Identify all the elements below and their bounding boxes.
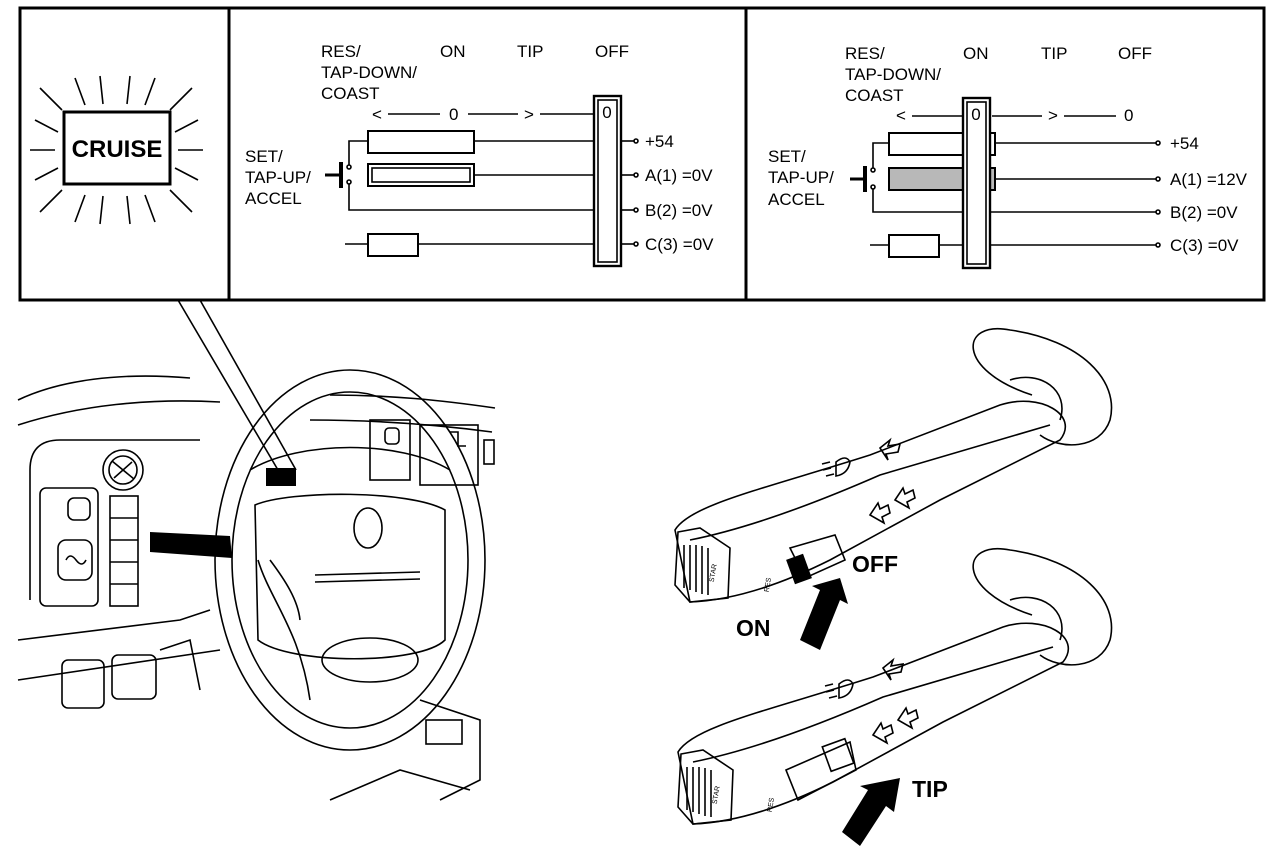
scale-left-arrow: < bbox=[896, 106, 906, 125]
scale-left-arrow: < bbox=[372, 105, 382, 124]
terminal-a-label: A(1) =12V bbox=[1170, 170, 1248, 189]
scale-end-zero: 0 bbox=[1124, 106, 1133, 125]
set-label-line1: SET/ bbox=[768, 147, 806, 166]
cruise-lamp-label: CRUISE bbox=[72, 136, 163, 163]
center-console-detail bbox=[329, 419, 495, 801]
switch-zero-label: 0 bbox=[971, 105, 980, 124]
cruise-indicator-lamp: CRUISE bbox=[30, 75, 203, 225]
set-label-line3: ACCEL bbox=[245, 189, 302, 208]
scale-right-arrow: > bbox=[1048, 106, 1058, 125]
position-off-label: OFF bbox=[1118, 44, 1152, 63]
callout-lines bbox=[177, 299, 297, 471]
set-label-line2: TAP-UP/ bbox=[245, 168, 311, 187]
stalk2-mark-left: STAR bbox=[712, 786, 722, 805]
position-coast-label: COAST bbox=[845, 86, 904, 105]
set-label-line2: TAP-UP/ bbox=[768, 168, 834, 187]
schematic-frame bbox=[18, 6, 1266, 302]
steering-wheel bbox=[214, 369, 486, 751]
stalk1-mark-right: RES bbox=[764, 577, 773, 593]
terminal-c-label: C(3) =0V bbox=[645, 235, 714, 254]
stalk-off-on: STAR RES bbox=[674, 327, 1113, 650]
position-coast-label: COAST bbox=[321, 84, 380, 103]
set-label-line1: SET/ bbox=[245, 147, 283, 166]
stalk-off-label: OFF bbox=[852, 551, 898, 577]
switch-column bbox=[109, 495, 139, 607]
position-res-label: RES/ bbox=[321, 42, 361, 61]
terminal-54-label: +54 bbox=[1170, 134, 1199, 153]
left-vent-panel bbox=[39, 487, 99, 607]
scale-zero: 0 bbox=[449, 105, 458, 124]
position-tapdown-label: TAP-DOWN/ bbox=[321, 63, 417, 82]
terminal-c-label: C(3) =0V bbox=[1170, 236, 1239, 255]
terminal-b-label: B(2) =0V bbox=[645, 201, 713, 220]
dashboard-illustration bbox=[17, 369, 496, 801]
position-tapdown-label: TAP-DOWN/ bbox=[845, 65, 941, 84]
stalk-tip: STAR RES bbox=[677, 547, 1113, 846]
position-res-label: RES/ bbox=[845, 44, 885, 63]
stalk2-mark-right: RES bbox=[767, 797, 776, 813]
schematic-off-position: RES/ TAP-DOWN/ COAST ON TIP OFF < 0 > SE… bbox=[245, 42, 714, 268]
position-on-label: ON bbox=[440, 42, 466, 61]
switch-zero-label: 0 bbox=[602, 103, 611, 122]
stalk1-mark-left: STAR bbox=[709, 564, 719, 583]
terminal-a-label: A(1) =0V bbox=[645, 166, 713, 185]
position-off-label: OFF bbox=[595, 42, 629, 61]
schematic-on-position: RES/ TAP-DOWN/ COAST ON TIP OFF < > 0 SE… bbox=[768, 44, 1248, 270]
stalk-on-label: ON bbox=[736, 615, 771, 641]
terminal-54-label: +54 bbox=[645, 132, 674, 151]
terminal-b-label: B(2) =0V bbox=[1170, 203, 1238, 222]
headlight-knob bbox=[102, 449, 144, 491]
scale-right-arrow: > bbox=[524, 105, 534, 124]
position-on-label: ON bbox=[963, 44, 989, 63]
set-label-line3: ACCEL bbox=[768, 190, 825, 209]
position-tip-label: TIP bbox=[517, 42, 543, 61]
lamp-rays bbox=[30, 75, 203, 225]
position-tip-label: TIP bbox=[1041, 44, 1067, 63]
stalk-tip-label: TIP bbox=[912, 776, 948, 802]
